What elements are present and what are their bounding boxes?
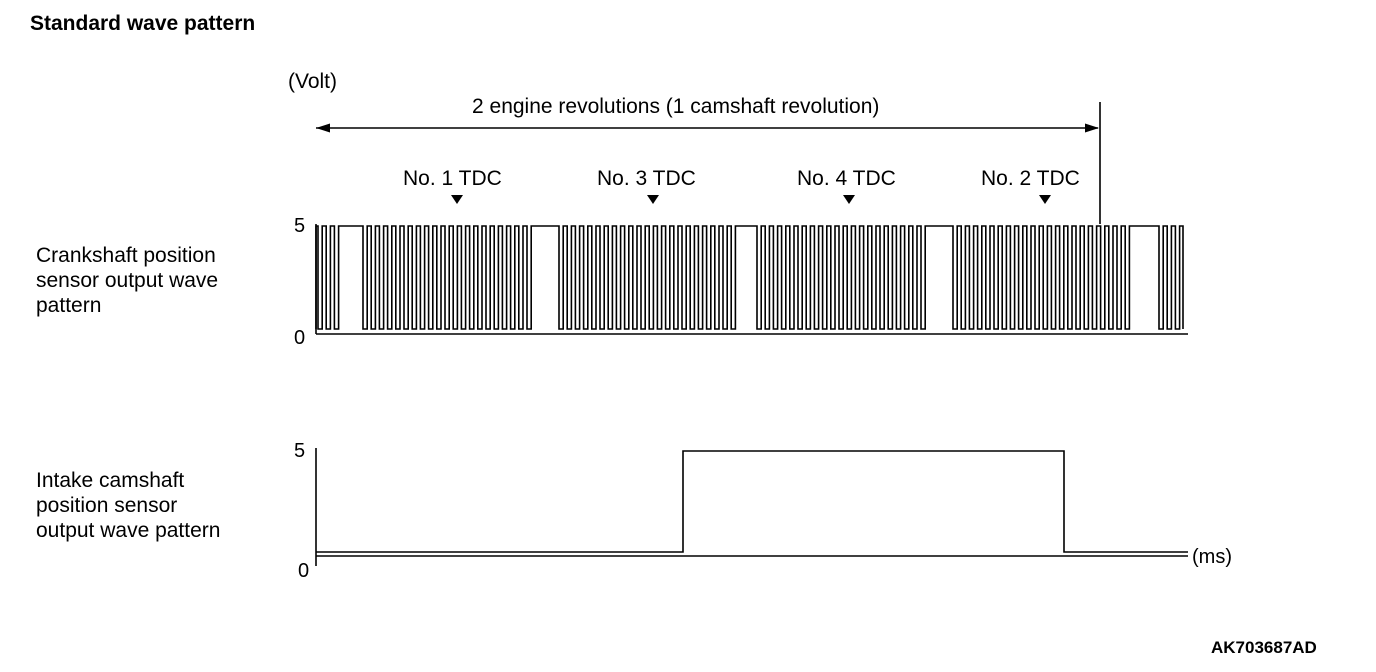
- tdc-label: No. 2 TDC: [981, 167, 1080, 190]
- crank-tick-0: 0: [294, 327, 305, 349]
- svg-text:sensor output wave: sensor output wave: [36, 269, 218, 292]
- svg-text:pattern: pattern: [36, 294, 101, 317]
- svg-text:position sensor: position sensor: [36, 494, 177, 517]
- figure-code: AK703687AD: [1211, 638, 1317, 657]
- tdc-marker-2: No. 2 TDC: [981, 167, 1080, 204]
- svg-text:output wave pattern: output wave pattern: [36, 519, 220, 542]
- tdc-label: No. 3 TDC: [597, 167, 696, 190]
- diagram-title: Standard wave pattern: [30, 12, 255, 35]
- revolution-span-arrow: [316, 102, 1101, 224]
- camshaft-wave: [316, 450, 1188, 553]
- tdc-arrow-icon: [451, 195, 463, 204]
- tdc-arrow-icon: [647, 195, 659, 204]
- revolution-span-label: 2 engine revolutions (1 camshaft revolut…: [472, 95, 879, 118]
- x-unit-label: (ms): [1192, 546, 1232, 568]
- tdc-marker-4: No. 4 TDC: [797, 167, 896, 204]
- cam-tick-5: 5: [294, 440, 305, 462]
- tdc-label: No. 1 TDC: [403, 167, 502, 190]
- tdc-marker-1: No. 1 TDC: [403, 167, 502, 204]
- y-unit-label: (Volt): [288, 70, 337, 93]
- tdc-arrow-icon: [1039, 195, 1051, 204]
- crank-tick-5: 5: [294, 215, 305, 237]
- svg-text:Crankshaft position: Crankshaft position: [36, 244, 216, 267]
- camshaft-label: Intake camshaft position sensor output w…: [36, 469, 220, 542]
- tdc-marker-3: No. 3 TDC: [597, 167, 696, 204]
- tdc-label: No. 4 TDC: [797, 167, 896, 190]
- crankshaft-wave: [315, 225, 1184, 330]
- crankshaft-label: Crankshaft position sensor output wave p…: [36, 244, 218, 317]
- cam-tick-0: 0: [298, 560, 309, 582]
- svg-text:Intake camshaft: Intake camshaft: [36, 469, 184, 492]
- tdc-arrow-icon: [843, 195, 855, 204]
